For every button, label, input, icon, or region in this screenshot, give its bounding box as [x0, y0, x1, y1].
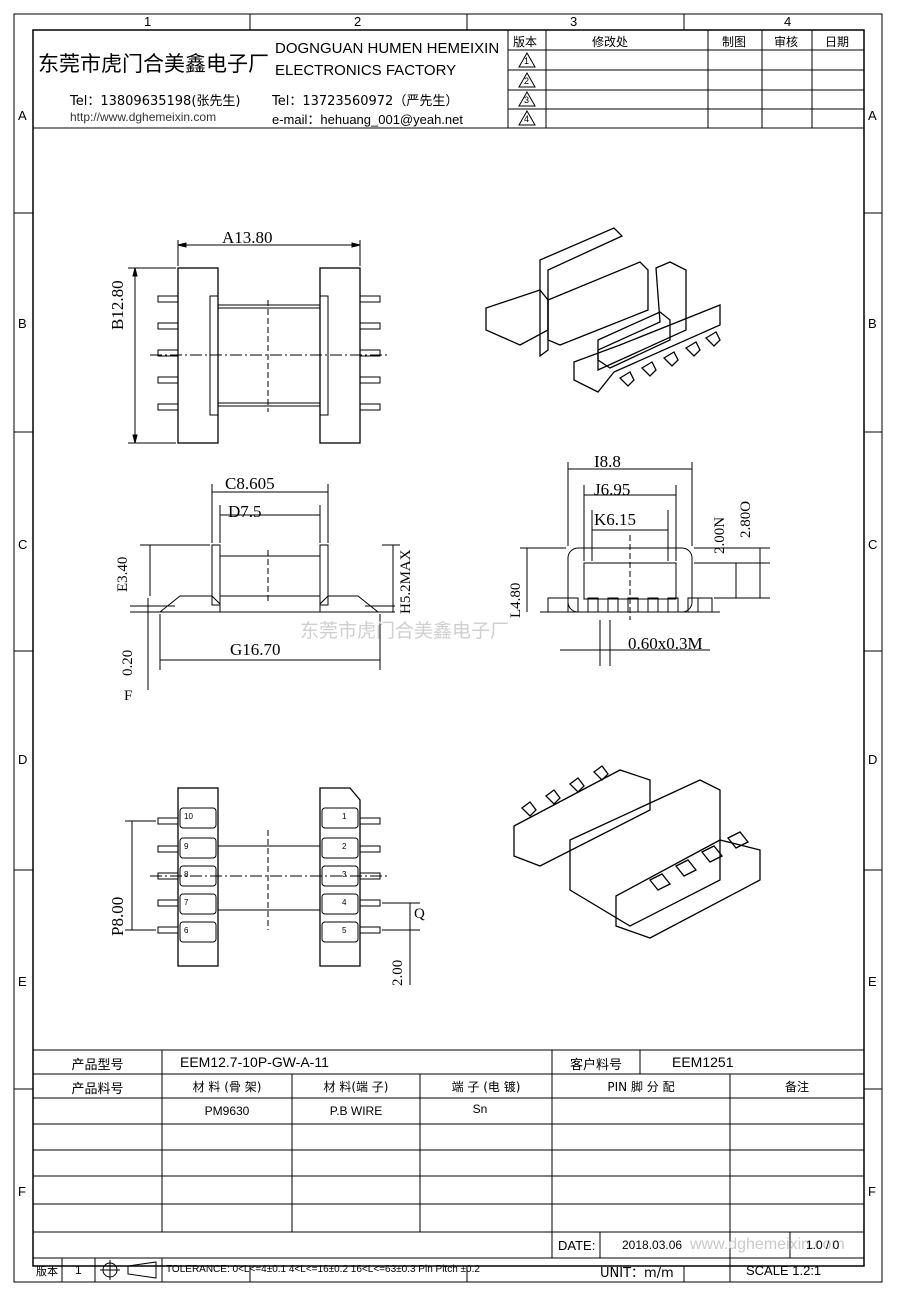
value-material-bobbin: PM9630	[204, 1104, 250, 1118]
dim-i-label: I8.8	[594, 452, 621, 471]
label-material-bobbin: 材 料 (骨 架)	[192, 1080, 262, 1094]
company-name-en-1: DOGNGUAN HUMEN HEMEIXIN	[275, 40, 500, 57]
rev-mark-4: 4	[524, 114, 530, 124]
grid-row-e: E	[18, 974, 27, 989]
grid-row-d: D	[18, 752, 28, 767]
grid-row-c: C	[18, 537, 28, 552]
label-remark: 备注	[784, 1080, 809, 1094]
rev-mark-1: 1	[524, 56, 530, 66]
value-date: 2018.03.06	[622, 1238, 683, 1252]
dim-e-label: E3.40	[115, 556, 131, 592]
dim-p-label: P8.00	[108, 896, 127, 936]
pin-number-10: 10	[184, 812, 193, 821]
rev-mark-3: 3	[524, 95, 530, 105]
phone-1: Tel：13809635198(张先生)	[70, 94, 241, 109]
rev-header-version: 版本	[513, 35, 538, 49]
pin-number-7: 7	[184, 898, 189, 907]
pin-number-8: 8	[184, 870, 189, 879]
grid-row-f: F	[18, 1184, 26, 1199]
unit-text: UNIT：m/m	[600, 1266, 674, 1281]
scale-text: SCALE 1.2:1	[746, 1263, 822, 1278]
website-link[interactable]: http://www.dghemeixin.com	[70, 110, 217, 124]
grid-col-1: 1	[144, 14, 152, 29]
dim-h-label: H5.2MAX	[398, 549, 414, 614]
label-pin-assignment: PIN 脚 分 配	[607, 1080, 675, 1094]
label-plating: 端 子 (电 镀)	[451, 1080, 521, 1094]
company-name-cn: 东莞市虎门合美鑫电子厂	[38, 52, 269, 76]
tolerance-text: TOLERANCE: 0<L<=4±0.1 4<L<=16±0.2 16<L<=…	[166, 1264, 480, 1275]
dim-c-label: C8.605	[225, 474, 275, 493]
label-version: 版本	[36, 1265, 58, 1278]
dim-q-value: 2.00	[390, 959, 406, 986]
value-product-model: EEM12.7-10P-GW-A-11	[180, 1054, 329, 1070]
watermark-text: 东莞市虎门合美鑫电子厂	[300, 620, 510, 642]
grid-row-e-right: E	[868, 974, 877, 989]
dim-q-label: Q	[414, 906, 425, 922]
grid-row-b: B	[18, 316, 27, 331]
label-customer-part: 客户料号	[569, 1058, 622, 1073]
rev-header-drawn: 制图	[722, 35, 747, 49]
dim-d-label: D7.5	[228, 502, 262, 521]
grid-row-c-right: C	[868, 537, 878, 552]
value-page: 1.0 / 0	[806, 1238, 840, 1252]
label-date: DATE:	[558, 1238, 596, 1253]
value-material-pin: P.B WIRE	[329, 1104, 383, 1118]
value-version: 1	[75, 1263, 82, 1277]
pin-number-6: 6	[184, 926, 189, 935]
pin-number-9: 9	[184, 842, 189, 851]
phone-2: Tel：13723560972（严先生）	[272, 94, 459, 109]
pin-number-2: 2	[342, 842, 347, 851]
dim-k-label: K6.15	[594, 510, 637, 529]
grid-col-4: 4	[784, 14, 792, 29]
dim-b-label: B12.80	[108, 280, 127, 330]
dim-l-label: L4.80	[508, 582, 524, 618]
dim-j-label: J6.95	[594, 480, 631, 499]
grid-col-2: 2	[354, 14, 362, 29]
pin-number-4: 4	[342, 898, 347, 907]
pin-number-3: 3	[342, 870, 347, 879]
grid-row-a: A	[18, 108, 27, 123]
company-name-en-2: ELECTRONICS FACTORY	[275, 62, 457, 79]
rev-mark-2: 2	[524, 76, 530, 86]
pin-number-5: 5	[342, 926, 347, 935]
label-product-model: 产品型号	[71, 1058, 124, 1073]
pin-number-1: 1	[342, 812, 347, 821]
watermark-url: www.dghemeixin.com	[690, 1236, 845, 1253]
label-material-pin: 材 料(端 子)	[323, 1080, 389, 1094]
dim-f-label: F	[124, 688, 133, 704]
grid-row-f-right: F	[868, 1184, 876, 1199]
grid-row-b-right: B	[868, 316, 877, 331]
dim-o-label: 2.80O	[738, 500, 754, 538]
label-product-part: 产品料号	[71, 1082, 124, 1097]
rev-header-date: 日期	[825, 35, 850, 49]
value-customer-part: EEM1251	[672, 1054, 734, 1070]
value-plating: Sn	[472, 1102, 488, 1116]
dim-m-label: 0.60x0.3M	[628, 634, 703, 653]
dim-n-label: 2.00N	[712, 516, 728, 554]
rev-header-checked: 审核	[774, 35, 799, 49]
email-link[interactable]: e-mail：hehuang_001@yeah.net	[272, 112, 463, 127]
rev-header-change: 修改处	[592, 35, 629, 49]
dim-f-value: 0.20	[120, 649, 136, 676]
grid-row-d-right: D	[868, 752, 878, 767]
dim-g-label: G16.70	[230, 640, 281, 659]
grid-col-3: 3	[570, 14, 578, 29]
dim-a-label: A13.80	[222, 228, 273, 247]
grid-row-a-right: A	[868, 108, 877, 123]
